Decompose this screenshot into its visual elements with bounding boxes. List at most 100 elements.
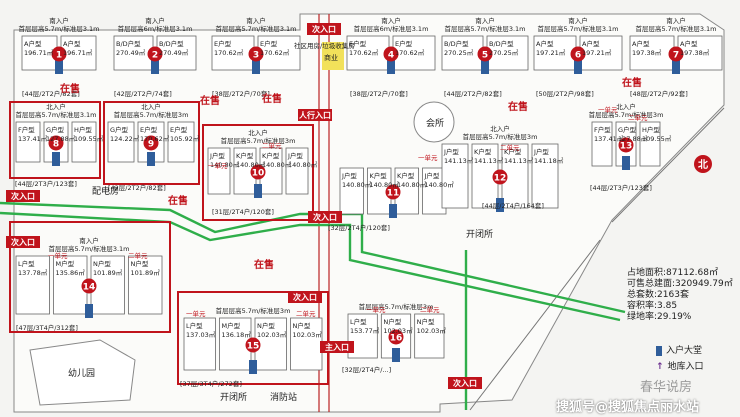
- unit-area-label: 102.03㎡: [257, 330, 287, 339]
- lobby-marker: [151, 60, 159, 74]
- building-number-badge: [245, 337, 261, 353]
- unit-outline: [486, 35, 529, 71]
- unit-outline: [392, 35, 436, 71]
- unit-outline: [15, 121, 41, 163]
- unit-type-label: K户型: [474, 147, 492, 156]
- unit-area-label: 127.88㎡: [618, 134, 648, 143]
- building-8: [15, 121, 97, 166]
- building-number: 8: [53, 140, 59, 150]
- club-building: [413, 101, 455, 143]
- unit-area-label: 102.03㎡: [417, 326, 447, 335]
- entrance-sign: [298, 109, 332, 121]
- unit-area-label: 196.71㎡: [63, 48, 93, 57]
- entry-orientation: 北入户: [46, 102, 66, 111]
- buildable-label: 可售总建面:: [627, 279, 676, 289]
- unit-area-label: 270.25㎡: [444, 48, 474, 57]
- unit-outline: [414, 313, 445, 359]
- distribution-room-label: 配电房: [92, 185, 119, 197]
- unit-outline: [579, 35, 623, 71]
- entrance-label: 次入口: [453, 378, 477, 388]
- building-number: 2: [152, 51, 158, 61]
- building-number-badge: [143, 135, 159, 151]
- unit-area-label: 137.78㎡: [18, 268, 48, 277]
- entrance-sign: [448, 377, 482, 389]
- building-summary: [42层/2T2户/82套]: [108, 183, 166, 192]
- unit-type-label: N户型: [257, 321, 275, 330]
- building-2: [113, 35, 197, 74]
- unit-outline: [257, 35, 301, 71]
- building-number: 3: [253, 51, 259, 61]
- unit-area-label: 140.80㎡: [425, 180, 455, 189]
- entry-orientation: 南入户: [145, 16, 165, 25]
- building-12: [441, 143, 559, 212]
- unit-type-label: E户型: [349, 39, 367, 48]
- unit-outline: [128, 255, 163, 315]
- unit-type-label: L户型: [18, 259, 35, 268]
- unit-type-label: L户型: [350, 317, 367, 326]
- building-number: 4: [388, 51, 394, 61]
- lobby-marker: [574, 60, 582, 74]
- unit-type-label: J户型: [209, 151, 225, 160]
- lobby-marker: [147, 152, 155, 166]
- commercial-label: 商业: [324, 53, 338, 62]
- building-summary: [47层/3T4户/312套]: [16, 323, 78, 332]
- unit-area-label: 102.03㎡: [293, 330, 323, 339]
- unit-area-label: 140.80㎡: [236, 160, 266, 169]
- entrance-label: 人行入口: [299, 110, 331, 120]
- building-summary: [31层/2T4户/120套]: [212, 207, 274, 216]
- unit-area-label: 136.18㎡: [222, 330, 252, 339]
- openclose-label: 开闭所: [466, 228, 493, 240]
- building-number-badge: [250, 164, 266, 180]
- on-sale-tag: 在售: [200, 94, 220, 107]
- unit-area-label: 102.03㎡: [383, 326, 413, 335]
- unit-type-label: A户型: [582, 39, 600, 48]
- unit-type-label: J户型: [341, 171, 357, 180]
- entry-orientation: 北入户: [616, 102, 636, 111]
- entry-orientation: 南入户: [475, 16, 495, 25]
- unit-area-label: 141.18㎡: [534, 156, 564, 165]
- unit-type-label: N户型: [293, 321, 311, 330]
- unit-outline: [346, 35, 390, 71]
- building-number-badge: [147, 46, 163, 62]
- unit-tag-label: 二单元: [128, 251, 148, 260]
- building-number: 9: [148, 140, 154, 150]
- entry-orientation: 南入户: [666, 16, 686, 25]
- building-number: 10: [252, 169, 265, 179]
- building-summary: [44层/2T2户/82套]: [444, 89, 502, 98]
- unit-type-label: E户型: [395, 39, 413, 48]
- lobby-marker: [249, 360, 257, 374]
- entrance-sign: [307, 23, 341, 35]
- entrance-sign: [6, 190, 40, 202]
- legend-garage-label: 地库入口: [667, 362, 704, 372]
- building-6: [533, 35, 623, 74]
- floor-heights: 首层层高5.7m/标准层3.1m: [48, 244, 129, 253]
- unit-tag-label: 一单元: [366, 305, 386, 314]
- building-14: [15, 255, 163, 318]
- unit-outline: [290, 317, 323, 371]
- entrance-sign: [320, 341, 354, 353]
- floor-heights: 首层层高5.7m/标准层3.1m: [215, 24, 296, 33]
- unit-type-label: L户型: [186, 321, 203, 330]
- unit-outline: [677, 35, 723, 71]
- unit-area-label: 109.55㎡: [74, 134, 104, 143]
- unit-type-label: E户型: [260, 39, 278, 48]
- unit-outline: [533, 35, 577, 71]
- unit-area-label: 101.89㎡: [131, 268, 161, 277]
- unit-tag-label: 一单元: [48, 251, 68, 260]
- unit-area-label: 196.71㎡: [24, 48, 54, 57]
- building-10: [207, 147, 309, 198]
- community-services-label: 社区用房/垃圾收集房: [294, 41, 355, 50]
- building-summary: [44层/2T2户/82套]: [22, 89, 80, 98]
- unit-area-label: 141.13㎡: [504, 156, 534, 165]
- unit-type-label: B/D户型: [489, 39, 514, 48]
- building-number: 5: [482, 51, 488, 61]
- unit-type-label: E户型: [214, 39, 232, 48]
- unit-area-label: 140.80㎡: [288, 160, 318, 169]
- building-number: 14: [83, 283, 96, 293]
- on-sale-frame-15: [177, 291, 329, 385]
- building-number: 13: [620, 142, 633, 152]
- building-summary: [32层/2T4户/...]: [342, 365, 391, 374]
- unit-outline: [183, 317, 216, 371]
- unit-type-label: G户型: [110, 125, 129, 134]
- entry-orientation: 南入户: [79, 236, 99, 245]
